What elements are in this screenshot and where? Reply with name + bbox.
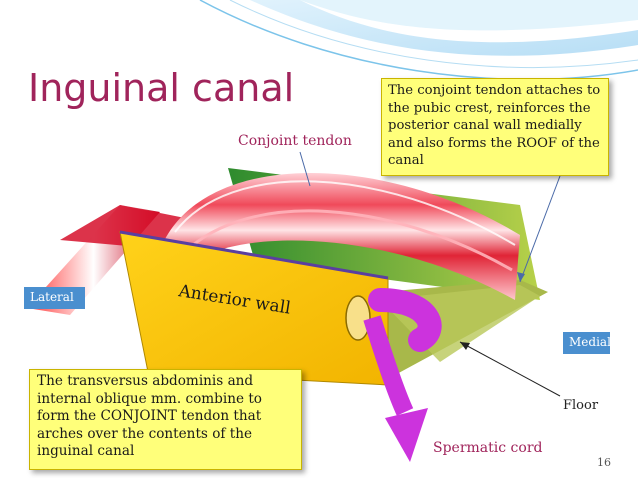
- superficial-ring: [345, 295, 371, 341]
- conjoint-formation-callout: The transversus abdominis and internal o…: [29, 369, 302, 470]
- medial-tag: Medial: [563, 332, 611, 354]
- roof-pointer: [519, 175, 561, 283]
- page-number: 16: [597, 456, 611, 469]
- slide-title: Inguinal canal: [28, 66, 295, 110]
- conjoint-pointer: [299, 151, 311, 187]
- roof-callout: The conjoint tendon attaches to the pubi…: [381, 78, 609, 176]
- spermatic-cord-arrow: [363, 288, 442, 462]
- conjoint-tendon-arch: [160, 173, 520, 300]
- conjoint-tendon-label: Conjoint tendon: [238, 133, 352, 149]
- lateral-tag: Lateral: [24, 287, 85, 309]
- floor-pointer: [459, 341, 561, 397]
- floor-label: Floor: [563, 398, 599, 413]
- spermatic-cord-label: Spermatic cord: [433, 440, 543, 456]
- header-wave-decoration: [199, 0, 638, 81]
- anterior-wall-label: Anterior wall: [176, 281, 292, 319]
